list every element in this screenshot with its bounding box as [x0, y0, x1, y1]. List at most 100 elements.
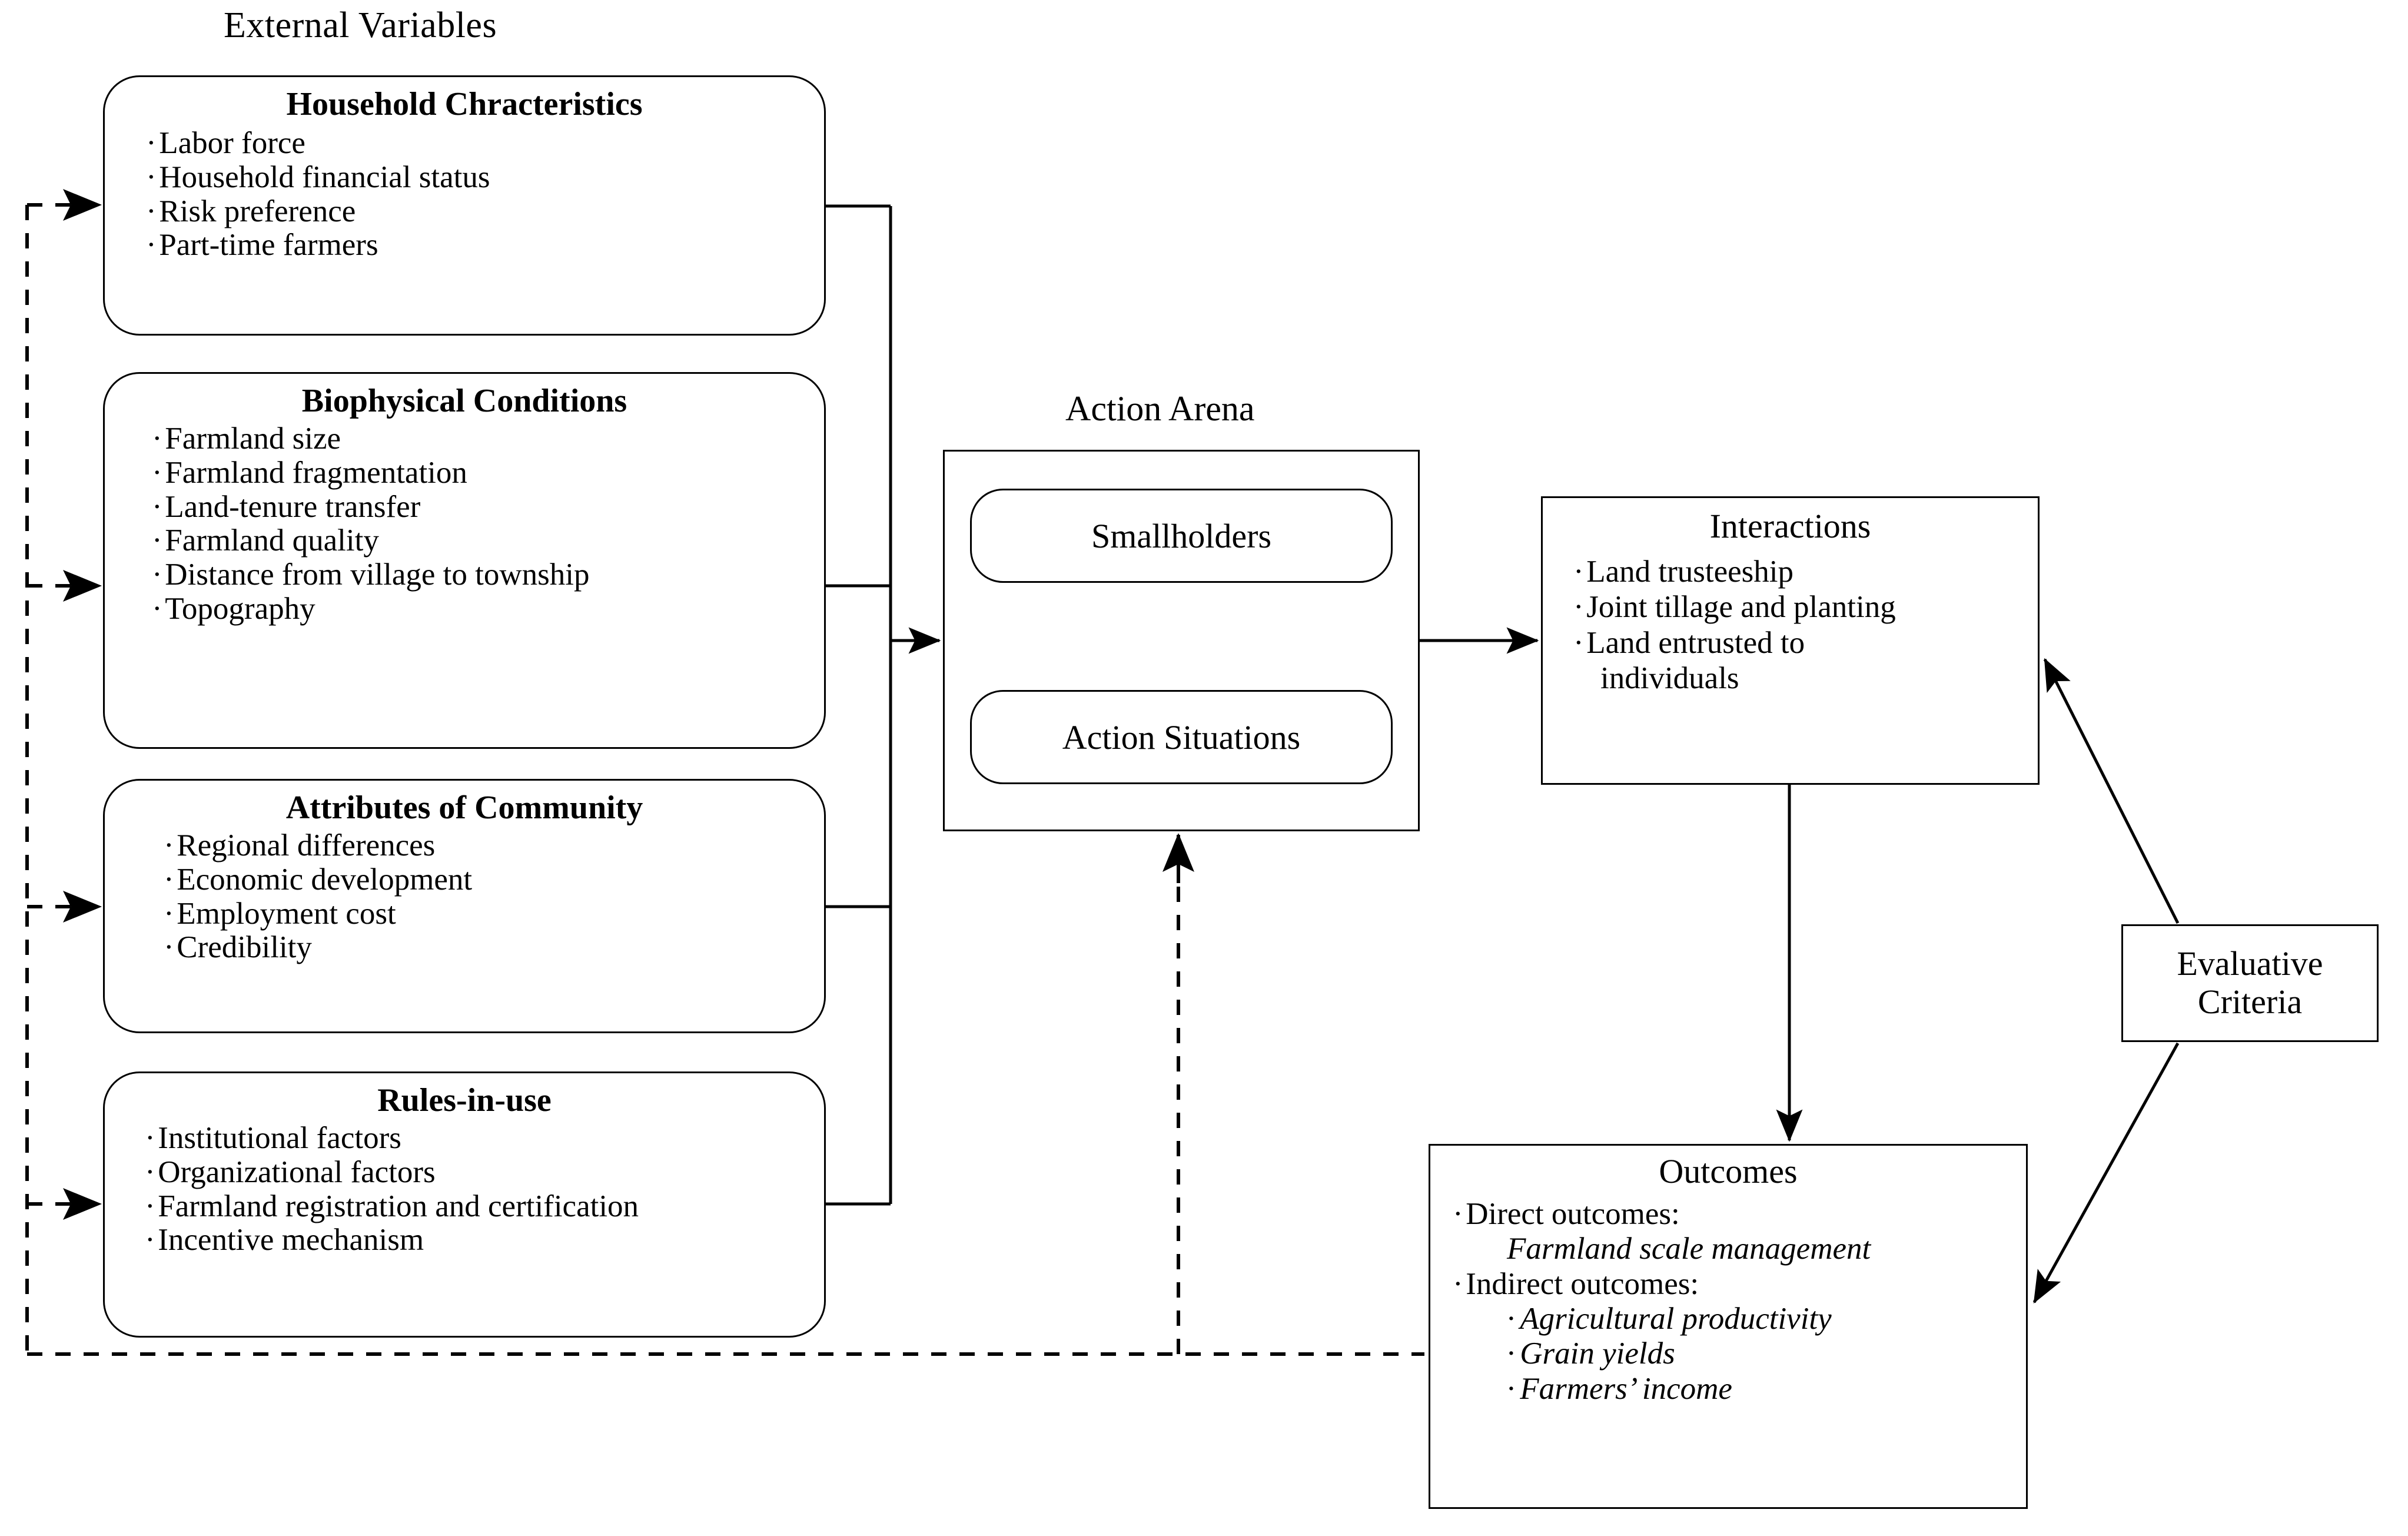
box-rules-in-use[interactable]: Rules-in-use ·Institutional factors ·Org… [103, 1071, 826, 1338]
bullet-dot: · [146, 228, 157, 263]
list-item-label: Labor force [159, 126, 305, 160]
bullet-dot: · [1573, 555, 1584, 589]
box-item-list: ·Labor force ·Household financial status… [105, 126, 824, 263]
node-smallholders[interactable]: Smallholders [970, 489, 1393, 583]
bullet-dot: · [164, 862, 174, 897]
list-item: ·Land entrusted to [1573, 625, 2038, 661]
indirect-outcome-label: Agricultural productivity [1520, 1302, 1832, 1336]
list-item-label: Regional differences [177, 828, 436, 862]
list-item-label: Topography [165, 591, 315, 626]
list-item-label: Employment cost [177, 896, 396, 931]
list-item: ·Farmland size [152, 422, 824, 456]
list-item: ·Regional differences [164, 828, 824, 863]
box-interactions[interactable]: Interactions ·Land trusteeship ·Joint ti… [1541, 496, 2040, 785]
direct-outcomes-value: Farmland scale management [1507, 1232, 1871, 1266]
bullet-dot: · [164, 828, 174, 862]
box-heading: Biophysical Conditions [301, 383, 627, 419]
box-heading: Outcomes [1659, 1152, 1798, 1190]
external-bracket [826, 204, 892, 1206]
list-item-label: Land-tenure transfer [165, 489, 421, 524]
box-heading: Household Chracteristics [286, 86, 643, 122]
bullet-dot: · [145, 1155, 155, 1189]
list-item: ·Employment cost [164, 897, 824, 931]
list-item: ·Part-time farmers [146, 228, 824, 263]
list-item: ·Land-tenure transfer [152, 490, 824, 525]
page-title-external-variables: External Variables [224, 5, 497, 45]
section-title-action-arena: Action Arena [1065, 389, 1255, 428]
box-household-characteristics[interactable]: Household Chracteristics ·Labor force ·H… [103, 75, 826, 336]
criteria-line-2: Criteria [2197, 983, 2303, 1021]
bullet-dot: · [146, 160, 157, 194]
list-item-label: Incentive mechanism [158, 1223, 424, 1258]
list-item: ·Institutional factors [145, 1121, 824, 1156]
arrow-criteria-to-interactions [2043, 658, 2180, 924]
list-item-label: Organizational factors [158, 1155, 436, 1189]
list-item: ·Household financial status [146, 160, 824, 195]
bullet-dot: · [1507, 1371, 1515, 1406]
bullet-dot: · [146, 194, 157, 228]
list-item: ·Joint tillage and planting [1573, 589, 2038, 625]
box-evaluative-criteria[interactable]: Evaluative Criteria [2121, 924, 2379, 1042]
list-item-label: Farmland size [165, 422, 341, 456]
box-item-list: ·Farmland size ·Farmland fragmentation ·… [105, 422, 824, 626]
list-item-indirect-label: ·Indirect outcomes: [1453, 1267, 2026, 1302]
bullet-dot: · [164, 896, 174, 931]
bullet-dot: · [1507, 1336, 1515, 1371]
box-item-list: ·Regional differences ·Economic developm… [105, 828, 824, 965]
list-item: ·Labor force [146, 126, 824, 161]
arrow-criteria-to-outcomes [2032, 1042, 2180, 1304]
bullet-dot: · [152, 591, 162, 626]
box-outcomes[interactable]: Outcomes ·Direct outcomes: Farmland scal… [1429, 1144, 2028, 1509]
list-item-label: Joint tillage and planting [1586, 590, 1896, 625]
bullet-dot: · [152, 558, 162, 592]
list-item-label: Land trusteeship [1586, 555, 1794, 589]
list-item-label: Economic development [177, 862, 473, 897]
list-item-continuation: individuals [1600, 661, 1739, 696]
list-item-label: Land entrusted to [1586, 625, 1805, 660]
indirect-outcome-label: Farmers’ income [1520, 1371, 1732, 1406]
indirect-outcome-item: ·Farmers’ income [1453, 1372, 2026, 1406]
box-heading: Rules-in-use [377, 1082, 552, 1119]
list-item-label: Farmland fragmentation [165, 455, 467, 490]
bullet-dot: · [1573, 590, 1584, 625]
bullet-dot: · [145, 1121, 155, 1155]
list-item-label: Distance from village to township [165, 558, 590, 592]
box-item-list: ·Direct outcomes: Farmland scale managem… [1430, 1197, 2026, 1406]
indirect-outcome-label: Grain yields [1520, 1336, 1675, 1371]
indirect-outcome-item: ·Agricultural productivity [1453, 1302, 2026, 1336]
criteria-line-1: Evaluative [2177, 944, 2323, 983]
box-heading: Interactions [1709, 507, 1871, 545]
bullet-dot: · [145, 1223, 155, 1258]
bullet-dot: · [1453, 1266, 1463, 1301]
node-action-situations[interactable]: Action Situations [970, 690, 1393, 784]
bullet-dot: · [145, 1189, 155, 1223]
list-item-label: Farmland registration and certification [158, 1189, 639, 1223]
bullet-dot: · [1453, 1197, 1463, 1231]
box-item-list: ·Land trusteeship ·Joint tillage and pla… [1543, 554, 2038, 696]
list-item: ·Land trusteeship [1573, 554, 2038, 589]
list-item: ·Topography [152, 592, 824, 626]
bullet-dot: · [152, 489, 162, 524]
list-item: ·Credibility [164, 930, 824, 965]
bullet-dot: · [164, 930, 174, 965]
bullet-dot: · [1507, 1302, 1515, 1336]
list-item: ·Organizational factors [145, 1155, 824, 1190]
bullet-dot: · [146, 126, 157, 160]
box-attributes-of-community[interactable]: Attributes of Community ·Regional differ… [103, 779, 826, 1033]
list-item: ·Farmland fragmentation [152, 456, 824, 490]
list-item-label: Credibility [177, 930, 312, 965]
list-item: ·Distance from village to township [152, 558, 824, 592]
bullet-dot: · [1573, 625, 1584, 660]
direct-outcomes-label: Direct outcomes: [1466, 1197, 1680, 1231]
bullet-dot: · [152, 422, 162, 456]
list-item-label: Institutional factors [158, 1121, 401, 1155]
box-heading: Attributes of Community [285, 789, 643, 826]
bullet-dot: · [152, 455, 162, 490]
list-item: ·Incentive mechanism [145, 1223, 824, 1258]
bullet-dot: · [152, 523, 162, 558]
list-item: ·Risk preference [146, 194, 824, 229]
list-item: ·Farmland quality [152, 523, 824, 558]
box-biophysical-conditions[interactable]: Biophysical Conditions ·Farmland size ·F… [103, 372, 826, 749]
list-item-label: Farmland quality [165, 523, 379, 558]
